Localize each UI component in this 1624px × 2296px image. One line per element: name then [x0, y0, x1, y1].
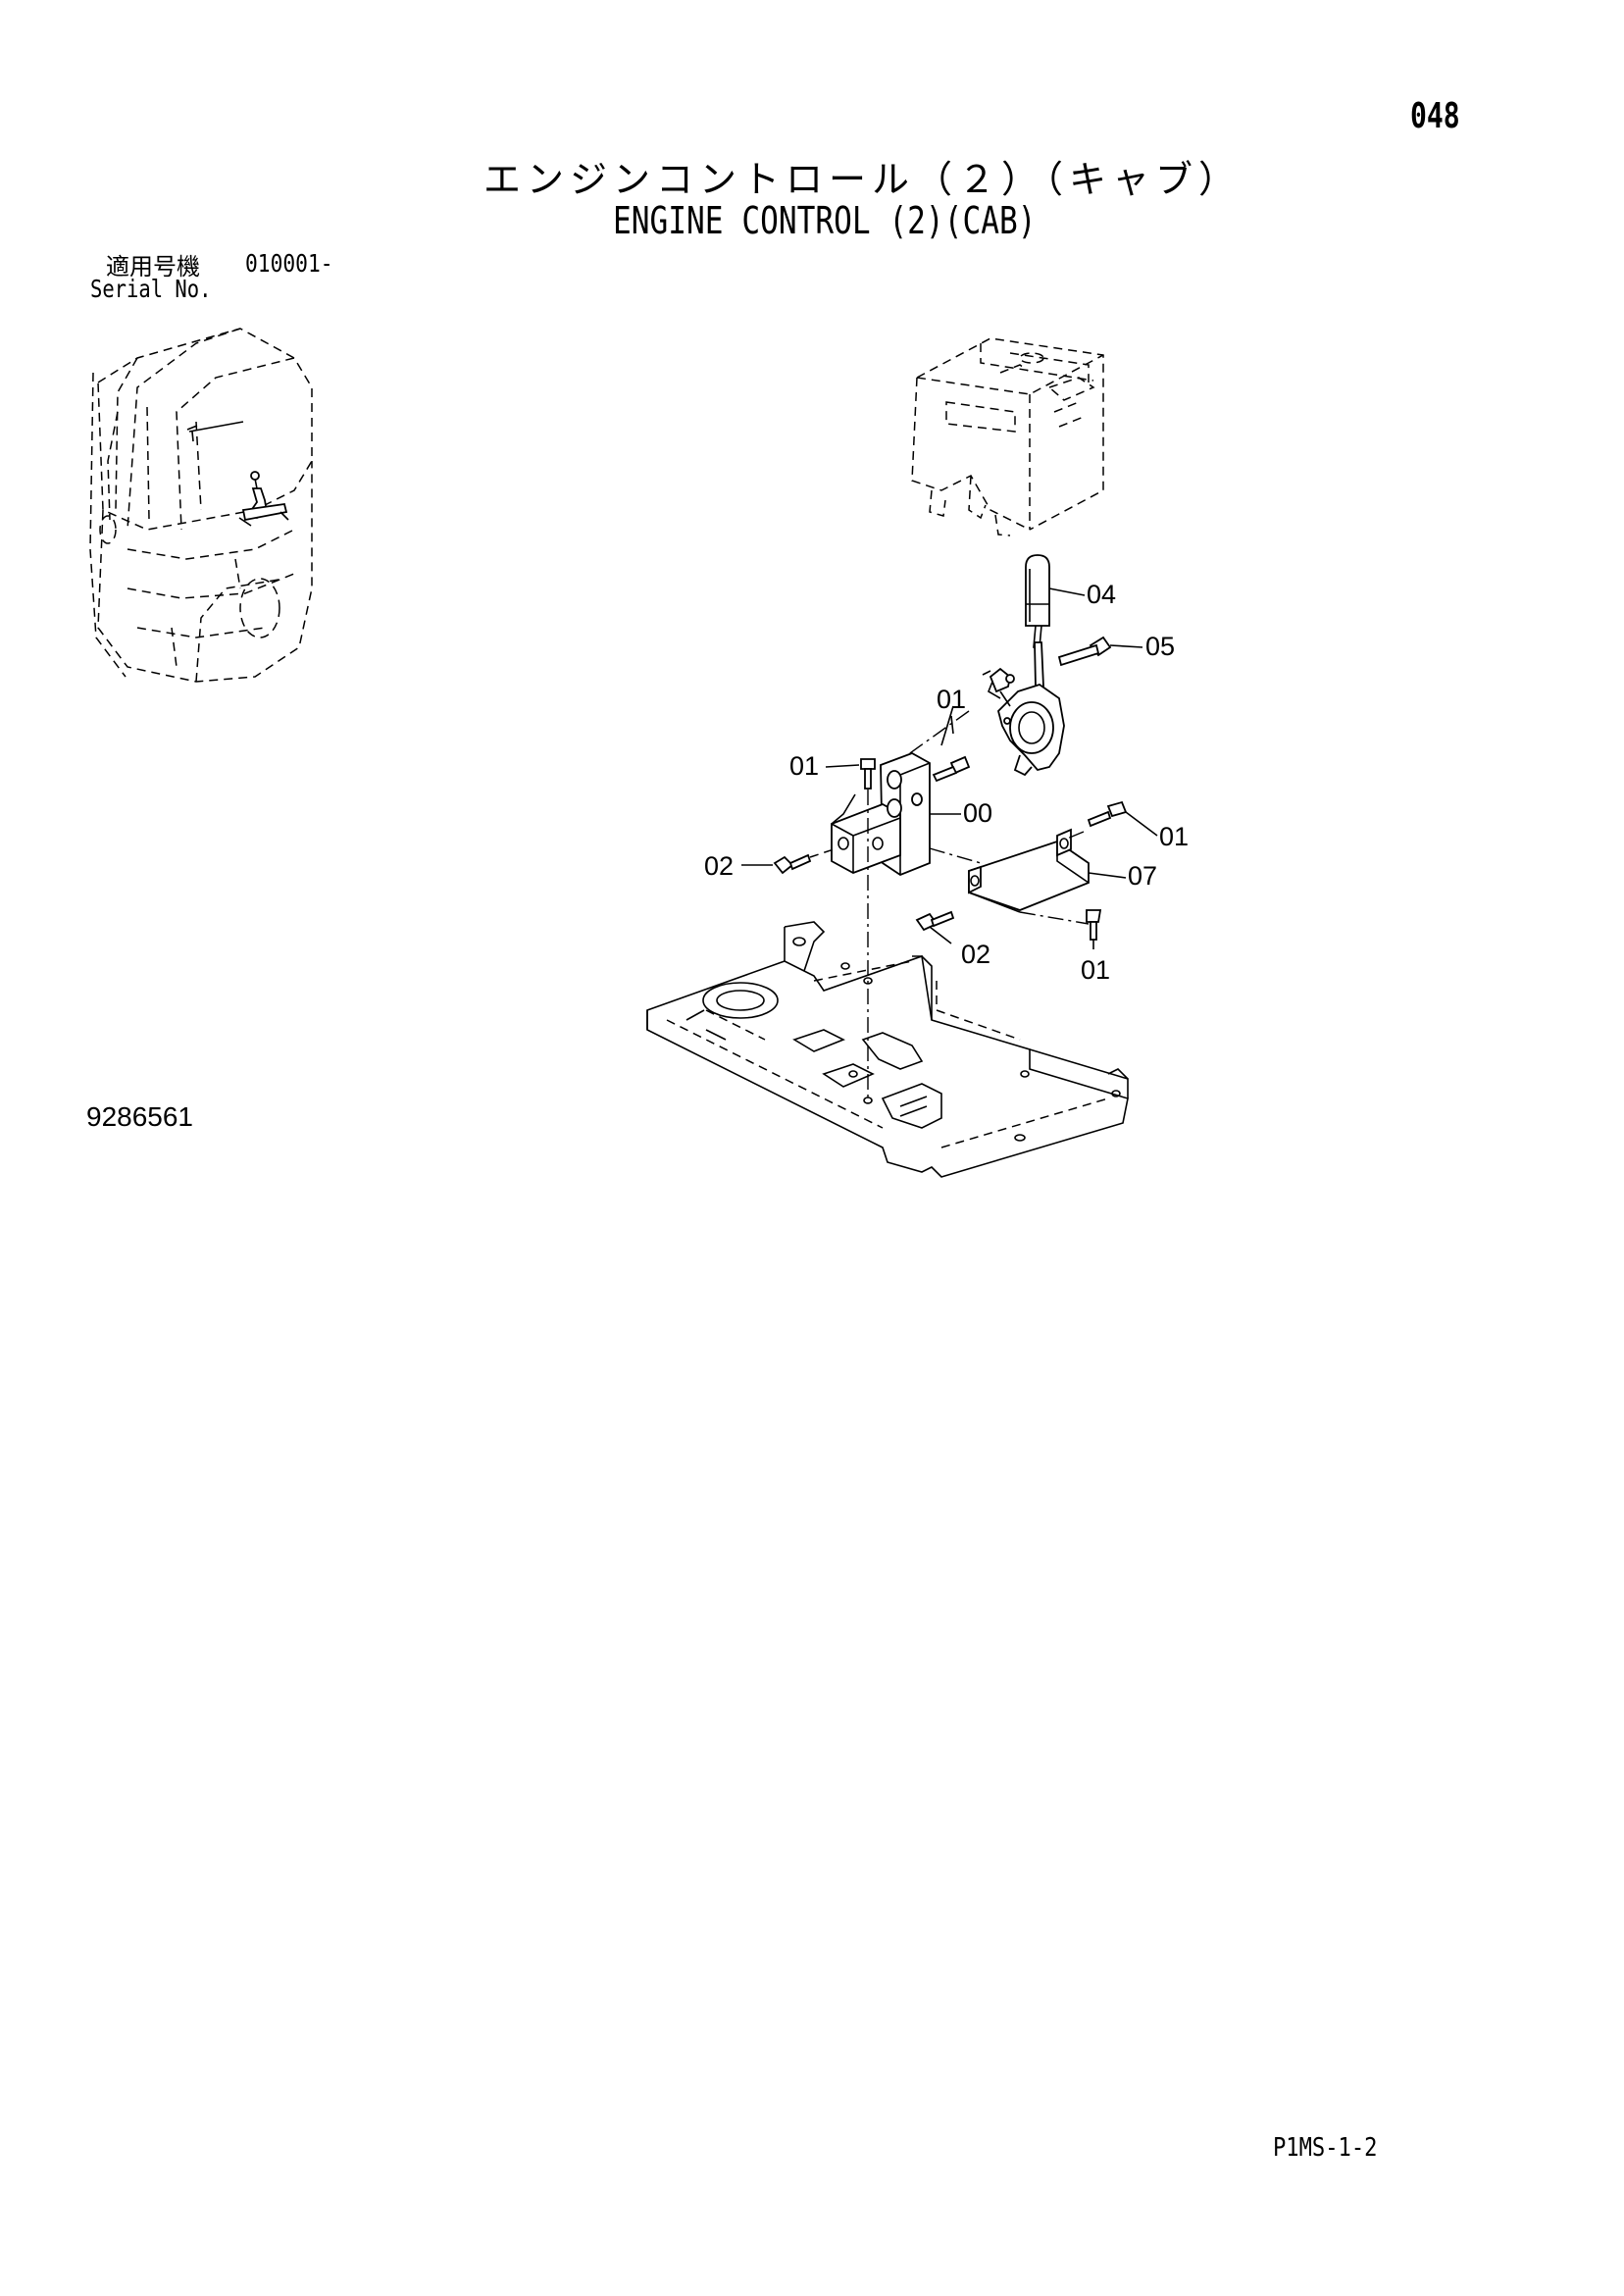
- lever-grip: [1025, 554, 1050, 648]
- bracket-00: [831, 752, 931, 877]
- page-number: 048: [1410, 96, 1460, 136]
- bolt-02-left: [773, 848, 835, 875]
- serial-label-japanese: 適用号機: [106, 253, 200, 281]
- callout-00: 00: [963, 798, 992, 828]
- serial-number-range: 010001-: [245, 249, 333, 278]
- callout-01-top: 01: [937, 685, 966, 714]
- bolt-01-left: [860, 758, 876, 790]
- bolt-01-bottom: [1086, 909, 1102, 949]
- control-lever-assembly: [982, 641, 1065, 777]
- leader-lines: [741, 587, 1127, 879]
- page-title-japanese: エンジンコントロール（２）（キャブ）: [483, 158, 1243, 201]
- engine-control-lever-highlight: [238, 471, 289, 527]
- callout-01-bottom: 01: [1081, 955, 1110, 985]
- callout-02-left: 02: [704, 851, 734, 881]
- floor-plate: [646, 921, 1129, 1178]
- bolt-01-top: [932, 705, 971, 783]
- footer-code: P1MS-1-2: [1273, 2133, 1378, 2163]
- callout-02-bottom: 02: [961, 940, 990, 969]
- page-title-english: ENGINE CONTROL (2)(CAB): [613, 199, 1037, 242]
- plate-07: [968, 828, 1090, 913]
- serial-label-english: Serial No.: [90, 275, 212, 303]
- bolt-01-right: [1087, 800, 1158, 837]
- callout-05: 05: [1145, 632, 1175, 661]
- drawing-number: 9286561: [86, 1101, 194, 1132]
- bolt-05: [1057, 636, 1143, 667]
- cab-location-thumbnail: [89, 328, 313, 683]
- console-cover: [911, 337, 1104, 536]
- callout-01-left: 01: [789, 751, 819, 781]
- centre-lines: [867, 710, 1090, 1103]
- bolt-02-bottom: [915, 910, 955, 944]
- callout-04: 04: [1087, 580, 1116, 609]
- callout-01-right: 01: [1159, 822, 1189, 851]
- callout-07: 07: [1128, 861, 1157, 891]
